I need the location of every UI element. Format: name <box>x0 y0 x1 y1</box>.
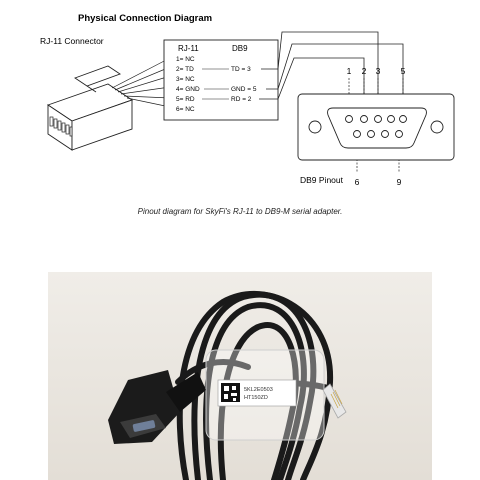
connection-diagram: Physical Connection Diagram RJ-11 Connec… <box>40 13 455 187</box>
rj11-pin-6: 6= NC <box>176 106 195 113</box>
rj11-plug-photo <box>322 383 347 419</box>
db9-pin-number-9: 9 <box>397 177 402 187</box>
rj11-pin-4: 4= GND <box>176 86 200 93</box>
db9-connector-icon <box>297 93 455 161</box>
cable-label-sticker: 5KL2E0503 HT150ZD <box>217 379 297 407</box>
cable-photo-illustration: 5KL2E0503 HT150ZD <box>48 272 432 480</box>
db9-pin-number-3: 3 <box>376 66 381 76</box>
rj11-pin-5: 5= RD <box>176 96 195 103</box>
rj11-connector-label: RJ-11 Connector <box>40 36 104 46</box>
mapping-gnd: GND = 5 <box>231 86 257 93</box>
diagram-caption: Pinout diagram for SkyFi's RJ-11 to DB9-… <box>137 207 343 216</box>
db9-female-connector <box>108 370 206 444</box>
wire-routes <box>259 31 404 116</box>
rj11-pin-3: 3= NC <box>176 76 195 83</box>
db9-pin-number-2: 2 <box>362 66 367 76</box>
rj11-plug-icon <box>46 57 171 151</box>
db9-pinout-label: DB9 Pinout <box>300 175 344 185</box>
sticker-line-2: HT150ZD <box>244 395 268 401</box>
sticker-line-1: 5KL2E0503 <box>244 387 273 393</box>
product-photo: 5KL2E0503 HT150ZD <box>48 272 432 480</box>
mapping-rd: RD = 2 <box>231 96 252 103</box>
pinout-table-box <box>163 39 279 121</box>
mapping-td: TD = 3 <box>231 66 251 73</box>
db9-pin-number-1: 1 <box>347 66 352 76</box>
box-header-rj11: RJ-11 <box>178 44 199 53</box>
box-header-db9: DB9 <box>232 44 248 53</box>
rj11-pin-1: 1= NC <box>176 56 195 63</box>
rj11-pin-2: 2= TD <box>176 66 194 73</box>
diagram-title: Physical Connection Diagram <box>78 13 212 24</box>
db9-pin-number-6: 6 <box>355 177 360 187</box>
db9-pin-number-5: 5 <box>401 66 406 76</box>
